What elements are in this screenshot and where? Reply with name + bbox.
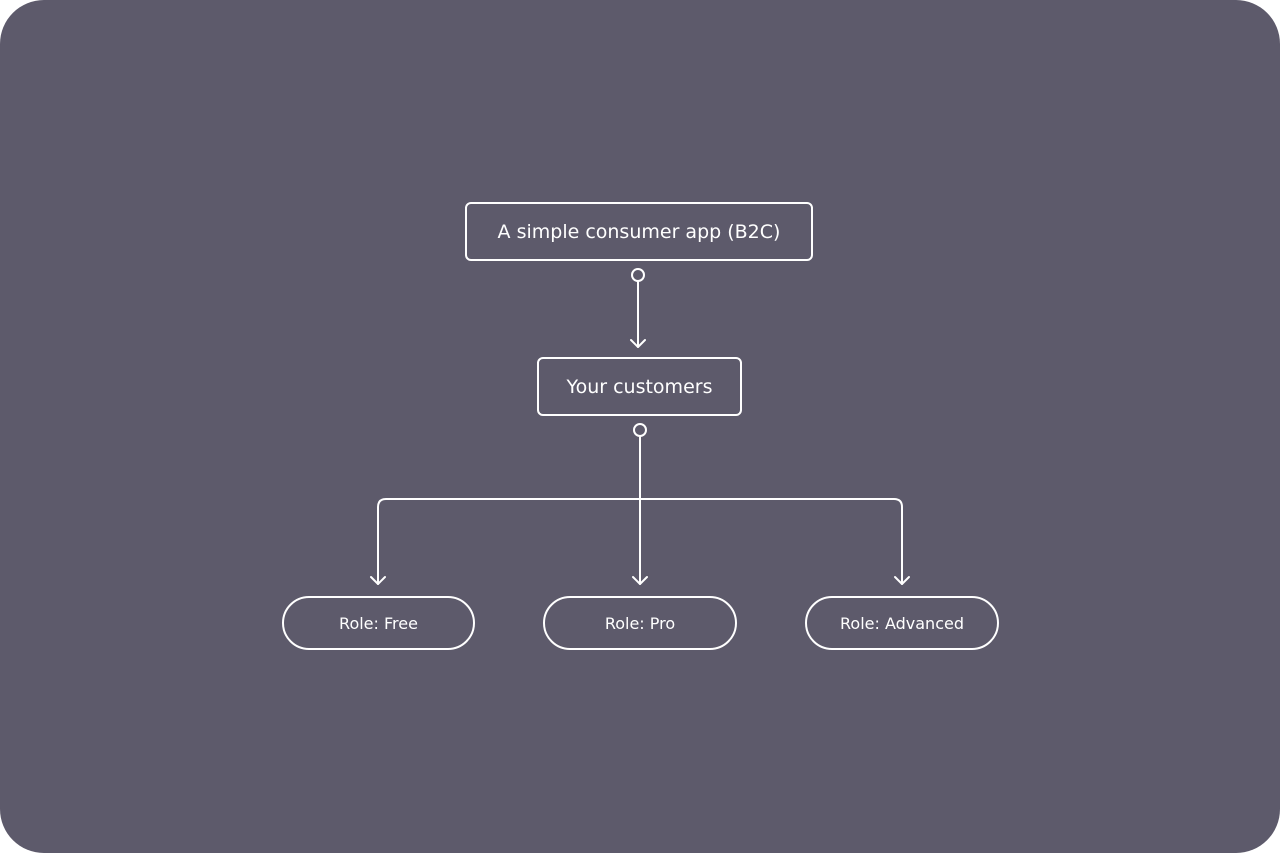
node-role-free: Role: Free	[282, 596, 475, 650]
connector-origin-dot	[633, 423, 647, 437]
node-your-customers: Your customers	[537, 357, 742, 416]
node-role-pro-label: Role: Pro	[604, 613, 676, 633]
node-your-customers-label: Your customers	[566, 375, 713, 398]
edge-customers-to-advanced	[639, 498, 903, 585]
edge-customers-to-free	[377, 498, 641, 585]
node-role-advanced-label: Role: Advanced	[840, 613, 964, 633]
connector-origin-dot	[631, 268, 645, 282]
arrowhead-pro	[632, 576, 648, 585]
node-role-free-label: Role: Free	[339, 613, 418, 633]
node-role-pro: Role: Pro	[543, 596, 737, 650]
arrowhead-customers	[630, 339, 646, 348]
node-consumer-app-label: A simple consumer app (B2C)	[497, 220, 781, 243]
arrowhead-advanced	[894, 576, 910, 585]
node-consumer-app: A simple consumer app (B2C)	[465, 202, 813, 261]
node-role-advanced: Role: Advanced	[805, 596, 999, 650]
arrowhead-free	[370, 576, 386, 585]
